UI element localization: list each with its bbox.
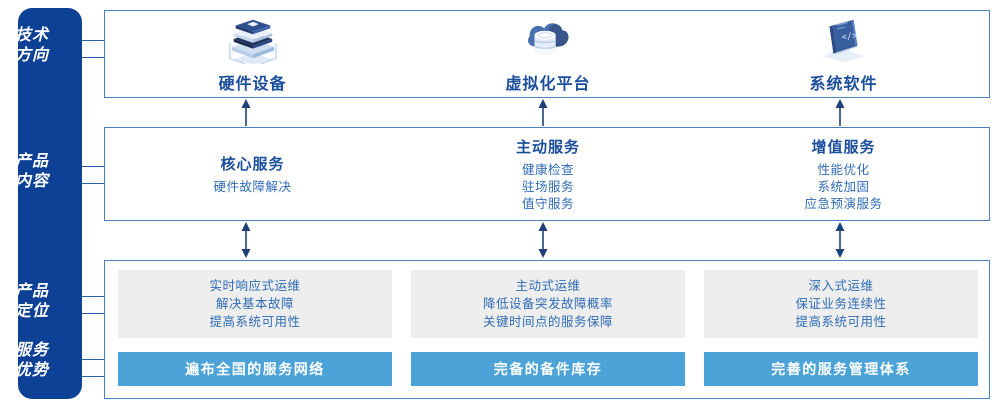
code-book-icon: </> — [822, 19, 865, 63]
connector-line — [82, 359, 104, 360]
sidebar-label-line2: 方向 — [14, 47, 49, 64]
content-item-line: 硬件故障解决 — [213, 179, 292, 194]
position-card-realtime[interactable]: 实时响应式运维 解决基本故障 提高系统可用性 — [118, 270, 392, 338]
position-advantage-box: 实时响应式运维 解决基本故障 提高系统可用性 主动式运维 降低设备突发故障概率 … — [104, 260, 990, 399]
content-item-title: 主动服务 — [515, 138, 580, 156]
arrow-up-system-software-icon — [835, 99, 845, 126]
arrow-updown-system-software-icon — [835, 222, 845, 258]
position-card-line: 提高系统可用性 — [795, 315, 887, 329]
connector-line — [82, 40, 104, 41]
sidebar-panel — [18, 8, 82, 399]
sidebar-item-service-advantage[interactable]: 服务 优势 — [0, 341, 64, 381]
position-card-line: 解决基本故障 — [215, 297, 294, 311]
arrow-updown-hardware-icon — [241, 222, 251, 258]
arrow-updown-virtualization-icon — [538, 222, 548, 258]
position-card-line: 深入式运维 — [808, 279, 874, 293]
content-item-line: 值守服务 — [521, 196, 574, 211]
content-item-line: 系统加固 — [817, 179, 870, 194]
sidebar-label-line1: 产品 — [14, 283, 49, 300]
sidebar-label-line1: 技术 — [14, 27, 49, 44]
tech-item-label: 硬件设备 — [218, 76, 287, 93]
advantage-bar-label: 遍布全国的服务网络 — [185, 361, 325, 377]
connector-line — [82, 183, 104, 184]
position-card-line: 实时响应式运维 — [209, 279, 301, 293]
sidebar-label-line2: 定位 — [14, 303, 49, 320]
advantage-bar-network[interactable]: 遍布全国的服务网络 — [118, 352, 392, 386]
sidebar-label-line1: 服务 — [14, 342, 49, 359]
content-item-title: 增值服务 — [811, 138, 876, 156]
sidebar-label-line2: 优势 — [14, 362, 49, 379]
position-card-line: 降低设备突发故障概率 — [482, 297, 613, 311]
content-item-line: 健康检查 — [521, 162, 574, 177]
cloud-database-icon — [528, 23, 569, 55]
position-card-line: 主动式运维 — [515, 279, 581, 293]
sidebar-label-line2: 内容 — [14, 173, 49, 190]
tech-direction-box: 硬件设备 虚拟化平台 — [104, 10, 990, 98]
tech-item-virtualization[interactable]: 虚拟化平台 — [400, 11, 696, 97]
server-stack-icon — [228, 19, 277, 64]
content-item-value-added-service[interactable]: 增值服务 性能优化 系统加固 应急预演服务 — [696, 128, 991, 220]
position-card-indepth[interactable]: 深入式运维 保证业务连续性 提高系统可用性 — [704, 270, 978, 338]
advantage-bar-spare-parts[interactable]: 完备的备件库存 — [411, 352, 685, 386]
advantage-bar-management[interactable]: 完善的服务管理体系 — [704, 352, 978, 386]
sidebar-label-line1: 产品 — [14, 153, 49, 170]
sidebar-item-product-position[interactable]: 产品 定位 — [0, 282, 64, 322]
position-card-line: 提高系统可用性 — [209, 315, 301, 329]
sidebar-item-tech-direction[interactable]: 技术 方向 — [0, 26, 64, 66]
connector-line — [82, 313, 104, 314]
position-card-line: 保证业务连续性 — [795, 297, 887, 311]
tech-item-label: 虚拟化平台 — [505, 76, 591, 93]
sidebar-item-product-content[interactable]: 产品 内容 — [0, 152, 64, 192]
content-item-line: 性能优化 — [817, 162, 870, 177]
position-card-line: 关键时间点的服务保障 — [482, 315, 613, 329]
connector-line — [82, 166, 104, 167]
advantage-bar-label: 完善的服务管理体系 — [771, 361, 911, 377]
content-item-line: 驻场服务 — [521, 179, 574, 194]
tech-item-system-software[interactable]: </> 系统软件 — [696, 11, 991, 97]
content-item-active-service[interactable]: 主动服务 健康检查 驻场服务 值守服务 — [400, 128, 696, 220]
advantage-bar-label: 完备的备件库存 — [493, 361, 603, 377]
connector-line — [82, 57, 104, 58]
product-content-box: 核心服务 硬件故障解决 主动服务 健康检查 驻场服务 值守服务 增值服务 性能优… — [104, 127, 990, 221]
content-item-line: 应急预演服务 — [804, 196, 883, 211]
tech-item-hardware[interactable]: 硬件设备 — [105, 11, 400, 97]
content-item-core-service[interactable]: 核心服务 硬件故障解决 — [105, 128, 400, 220]
svg-text:</>: </> — [841, 31, 858, 43]
arrow-up-hardware-icon — [241, 99, 251, 126]
position-card-proactive[interactable]: 主动式运维 降低设备突发故障概率 关键时间点的服务保障 — [411, 270, 685, 338]
connector-line — [82, 376, 104, 377]
arrow-up-virtualization-icon — [538, 99, 548, 126]
content-item-title: 核心服务 — [220, 155, 285, 173]
tech-item-label: 系统软件 — [809, 76, 878, 93]
connector-line — [82, 296, 104, 297]
